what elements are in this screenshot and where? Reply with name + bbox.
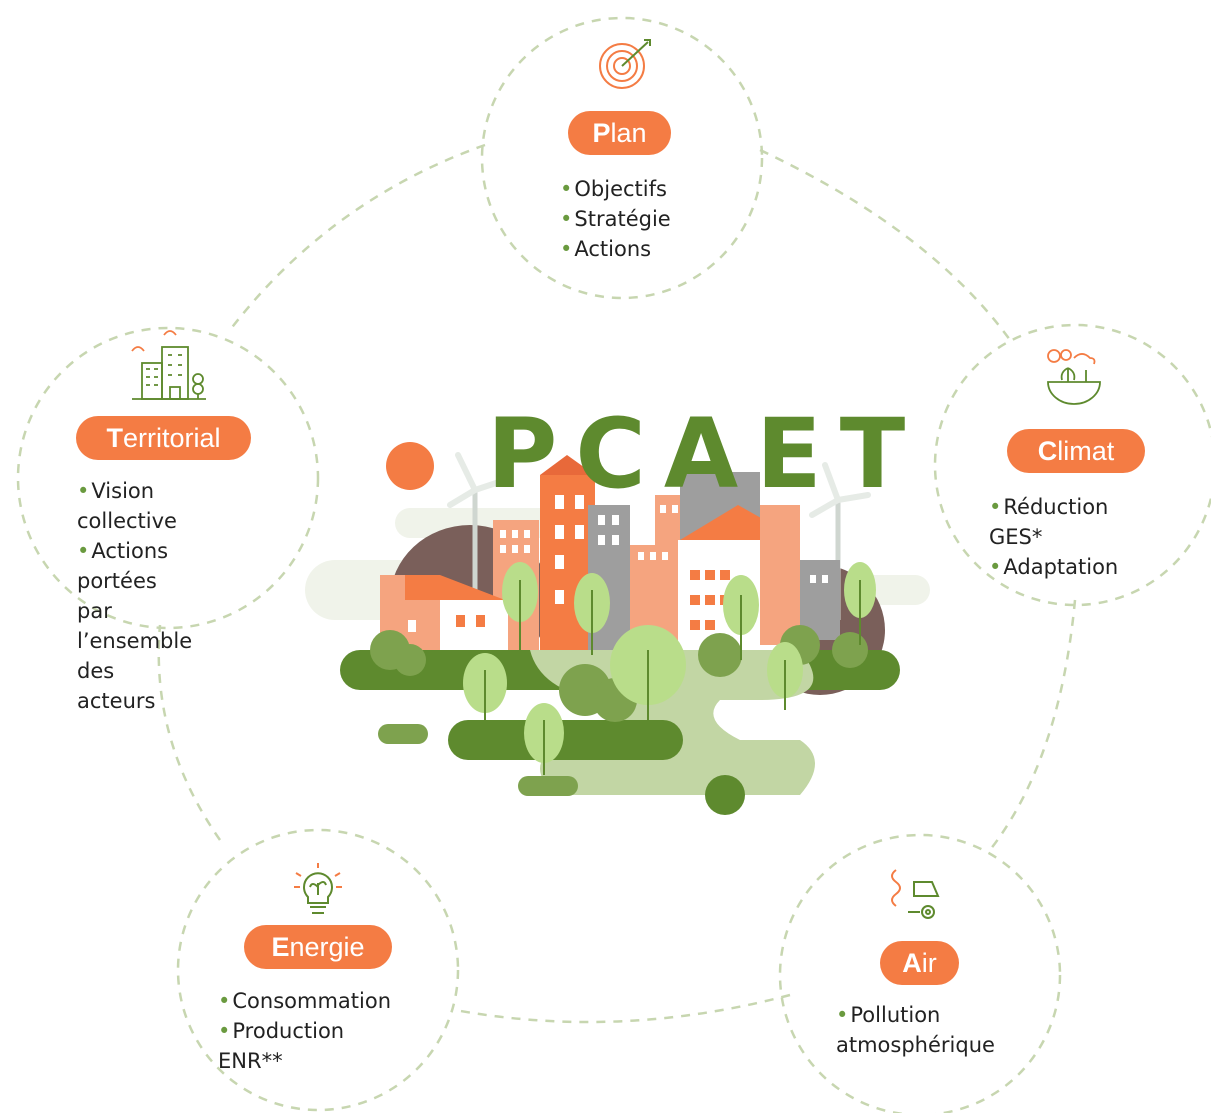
pill-plan: Plan: [568, 111, 671, 155]
target-icon: [599, 39, 651, 89]
circle-air: [778, 833, 1062, 1113]
list-item: •Pollution: [836, 1003, 941, 1027]
car-exhaust-icon: [891, 869, 940, 919]
connector-air-energie: [454, 993, 791, 1024]
pill-territorial: Territorial: [76, 416, 251, 460]
list-item: •Stratégie: [560, 207, 671, 231]
list-item: •Réduction GES*: [989, 495, 1109, 549]
list-item: •Objectifs: [560, 177, 667, 201]
list-item: atmosphérique: [836, 1033, 995, 1057]
earth-climate-icon: [1047, 349, 1101, 405]
buildings-icon: [131, 330, 206, 400]
pill-air: Air: [880, 941, 959, 985]
circle-energie: [176, 828, 460, 1112]
connector-plan-territorial: [229, 143, 486, 331]
circle-plan: [480, 16, 764, 300]
connector-climat-air: [989, 599, 1077, 851]
list-item: •Consommation: [218, 989, 392, 1013]
list-air: •Pollution atmosphérique: [836, 1000, 995, 1060]
list-item: •Adaptation: [989, 555, 1119, 579]
list-item: •Production ENR**: [218, 1019, 345, 1073]
list-item: •Actions: [560, 237, 652, 261]
lightbulb-icon: [294, 863, 342, 914]
list-climat: •Réduction GES* •Adaptation: [989, 492, 1118, 582]
list-item: des acteurs: [77, 659, 156, 713]
diagram-title: PCAET: [487, 398, 924, 510]
pill-energie: Energie: [244, 925, 392, 969]
list-energie: •Consommation •Production ENR**: [218, 986, 391, 1076]
connector-plan-climat: [759, 148, 1012, 341]
list-item: par l’ensemble: [77, 599, 193, 653]
list-item: •Vision collective: [77, 479, 177, 533]
city-illustration: [305, 442, 930, 815]
sun: [386, 442, 434, 490]
list-item: •Actions portées: [77, 539, 169, 593]
pill-climat: Climat: [1007, 429, 1145, 473]
circle-territorial: [16, 326, 320, 630]
list-territorial: •Vision collective •Actions portées par …: [77, 476, 192, 716]
list-plan: •Objectifs •Stratégie •Actions: [560, 174, 671, 264]
